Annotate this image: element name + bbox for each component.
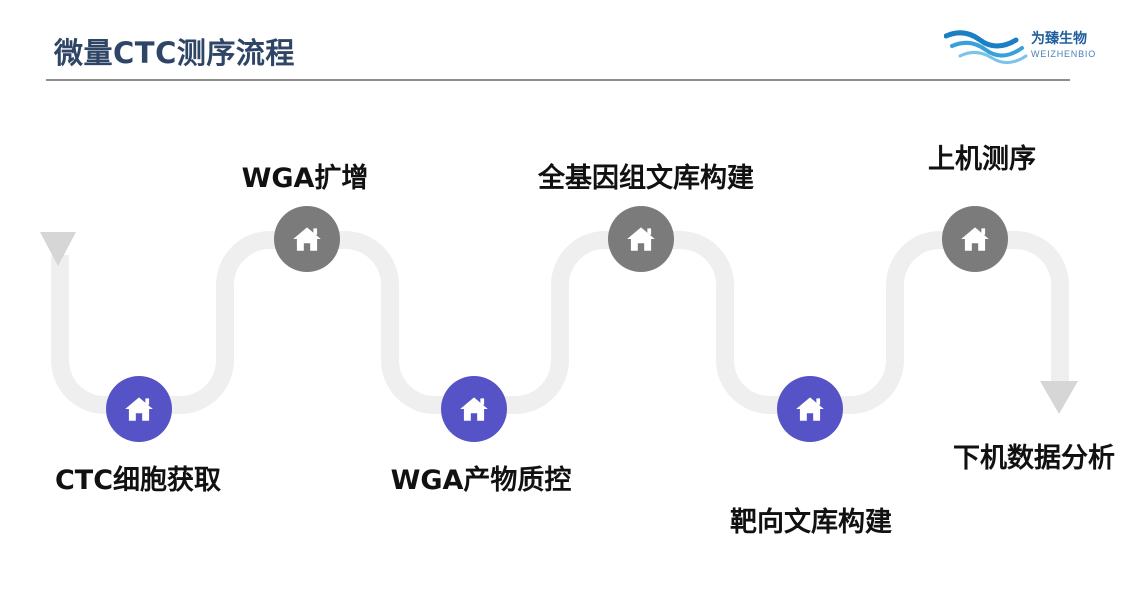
- home-icon: [125, 397, 153, 421]
- process-track: [51, 231, 1069, 414]
- home-icon: [627, 227, 655, 251]
- step-node-ctc-capture: [106, 376, 172, 442]
- step-node-sequencing: [942, 206, 1008, 272]
- title-divider: [46, 79, 1070, 81]
- step-label-wga-qc: WGA产物质控: [390, 465, 572, 496]
- step-label-wga-amplification: WGA扩增: [241, 163, 369, 194]
- company-logo: [944, 30, 1028, 64]
- home-icon: [293, 227, 321, 251]
- page-title: 微量CTC测序流程: [54, 36, 295, 70]
- home-icon: [796, 397, 824, 421]
- home-icon: [961, 227, 989, 251]
- end-label-data-analysis: 下机数据分析: [953, 443, 1115, 474]
- end-arrow: [1040, 381, 1078, 414]
- start-arrow: [40, 232, 76, 266]
- logo-subtitle: WEIZHENBIO: [1031, 49, 1097, 59]
- step-node-wgs-library: [608, 206, 674, 272]
- step-label-sequencing: 上机测序: [928, 144, 1036, 175]
- step-node-wga-amplification: [274, 206, 340, 272]
- home-icon: [460, 397, 488, 421]
- step-node-targeted-library: [777, 376, 843, 442]
- step-label-ctc-capture: CTC细胞获取: [54, 465, 222, 496]
- step-node-wga-qc: [441, 376, 507, 442]
- step-label-wgs-library: 全基因组文库构建: [538, 163, 754, 194]
- step-label-targeted-library: 靶向文库构建: [730, 507, 892, 538]
- logo-name: 为臻生物: [1031, 31, 1087, 47]
